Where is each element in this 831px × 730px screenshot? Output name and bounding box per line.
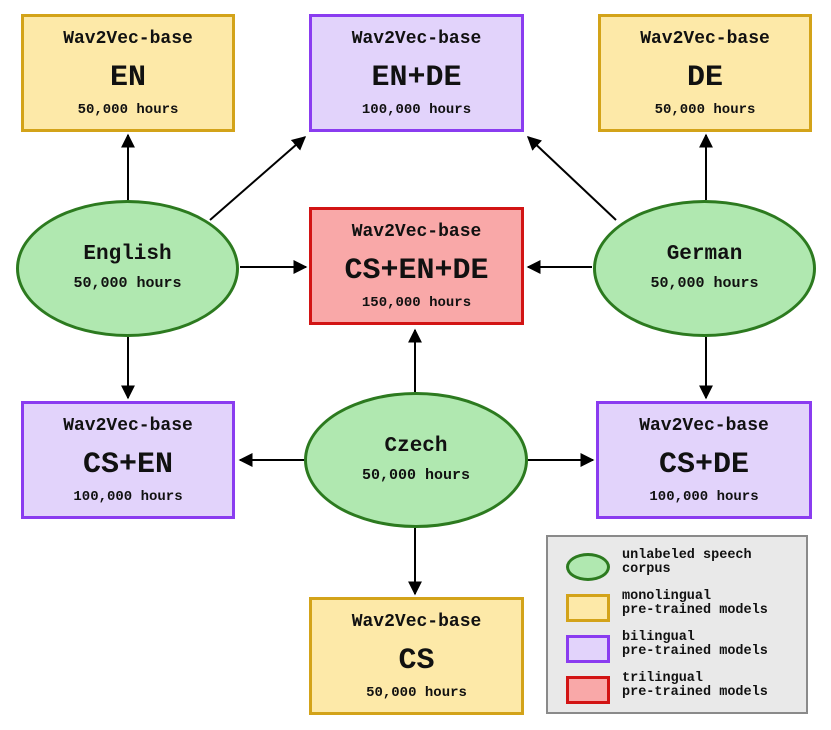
legend-item-monolingual: monolingual pre-trained models: [566, 590, 806, 630]
legend-bilingual-swatch: [566, 635, 610, 663]
model-languages: CS+EN+DE: [344, 254, 489, 288]
model-hours: 50,000 hours: [654, 102, 756, 118]
legend-line: pre-trained models: [622, 685, 768, 700]
model-box-de: Wav2Vec-base DE 50,000 hours: [598, 14, 812, 132]
model-hours: 100,000 hours: [73, 489, 183, 505]
legend-corpus-label: unlabeled speech corpus: [622, 549, 812, 577]
legend-line: corpus: [622, 562, 671, 577]
model-arch: Wav2Vec-base: [351, 612, 482, 632]
legend-line: unlabeled speech: [622, 548, 752, 563]
legend-monolingual-swatch: [566, 594, 610, 622]
legend-corpus-swatch: [566, 553, 610, 581]
legend-monolingual-label: monolingual pre-trained models: [622, 590, 812, 618]
legend-line: pre-trained models: [622, 603, 768, 618]
corpus-name: English: [83, 243, 172, 266]
corpus-hours: 50,000 hours: [361, 467, 471, 484]
model-arch: Wav2Vec-base: [63, 416, 193, 436]
legend-trilingual-swatch: [566, 676, 610, 704]
corpus-hours: 50,000 hours: [650, 275, 759, 292]
model-hours: 150,000 hours: [361, 295, 472, 311]
model-languages: EN: [109, 61, 146, 95]
corpus-hours: 50,000 hours: [73, 275, 182, 292]
legend-line: trilingual: [622, 671, 704, 686]
model-languages: CS+DE: [658, 448, 749, 482]
model-box-en-de: Wav2Vec-base EN+DE 100,000 hours: [309, 14, 524, 132]
model-languages: CS: [398, 644, 435, 678]
model-box-en: Wav2Vec-base EN 50,000 hours: [21, 14, 235, 132]
arrow-german-to-en-de: [526, 136, 617, 221]
model-languages: EN+DE: [371, 61, 462, 95]
corpus-name: Czech: [384, 435, 448, 458]
legend-line: bilingual: [622, 630, 695, 645]
model-box-cs-en-de: Wav2Vec-base CS+EN+DE 150,000 hours: [309, 207, 524, 325]
model-languages: DE: [686, 61, 723, 95]
model-hours: 50,000 hours: [366, 685, 467, 701]
corpus-english: English 50,000 hours: [16, 200, 239, 337]
model-arch: Wav2Vec-base: [351, 29, 482, 49]
model-hours: 100,000 hours: [649, 489, 759, 505]
legend-item-trilingual: trilingual pre-trained models: [566, 672, 806, 712]
legend-line: pre-trained models: [622, 644, 768, 659]
model-hours: 50,000 hours: [77, 102, 179, 118]
model-arch: Wav2Vec-base: [640, 29, 770, 49]
arrow-english-to-en-de: [209, 136, 307, 221]
model-hours: 100,000 hours: [361, 102, 472, 118]
model-arch: Wav2Vec-base: [351, 222, 482, 242]
corpus-german: German 50,000 hours: [593, 200, 816, 337]
model-arch: Wav2Vec-base: [639, 416, 769, 436]
model-box-cs: Wav2Vec-base CS 50,000 hours: [309, 597, 524, 715]
model-arch: Wav2Vec-base: [63, 29, 193, 49]
legend: unlabeled speech corpus monolingual pre-…: [546, 535, 808, 714]
legend-bilingual-label: bilingual pre-trained models: [622, 631, 812, 659]
model-box-cs-en: Wav2Vec-base CS+EN 100,000 hours: [21, 401, 235, 519]
legend-item-corpus: unlabeled speech corpus: [566, 549, 806, 589]
legend-line: monolingual: [622, 589, 712, 604]
model-languages: CS+EN: [82, 448, 173, 482]
corpus-name: German: [666, 243, 743, 266]
corpus-czech: Czech 50,000 hours: [304, 392, 528, 528]
legend-item-bilingual: bilingual pre-trained models: [566, 631, 806, 671]
legend-trilingual-label: trilingual pre-trained models: [622, 672, 812, 700]
model-box-cs-de: Wav2Vec-base CS+DE 100,000 hours: [596, 401, 812, 519]
